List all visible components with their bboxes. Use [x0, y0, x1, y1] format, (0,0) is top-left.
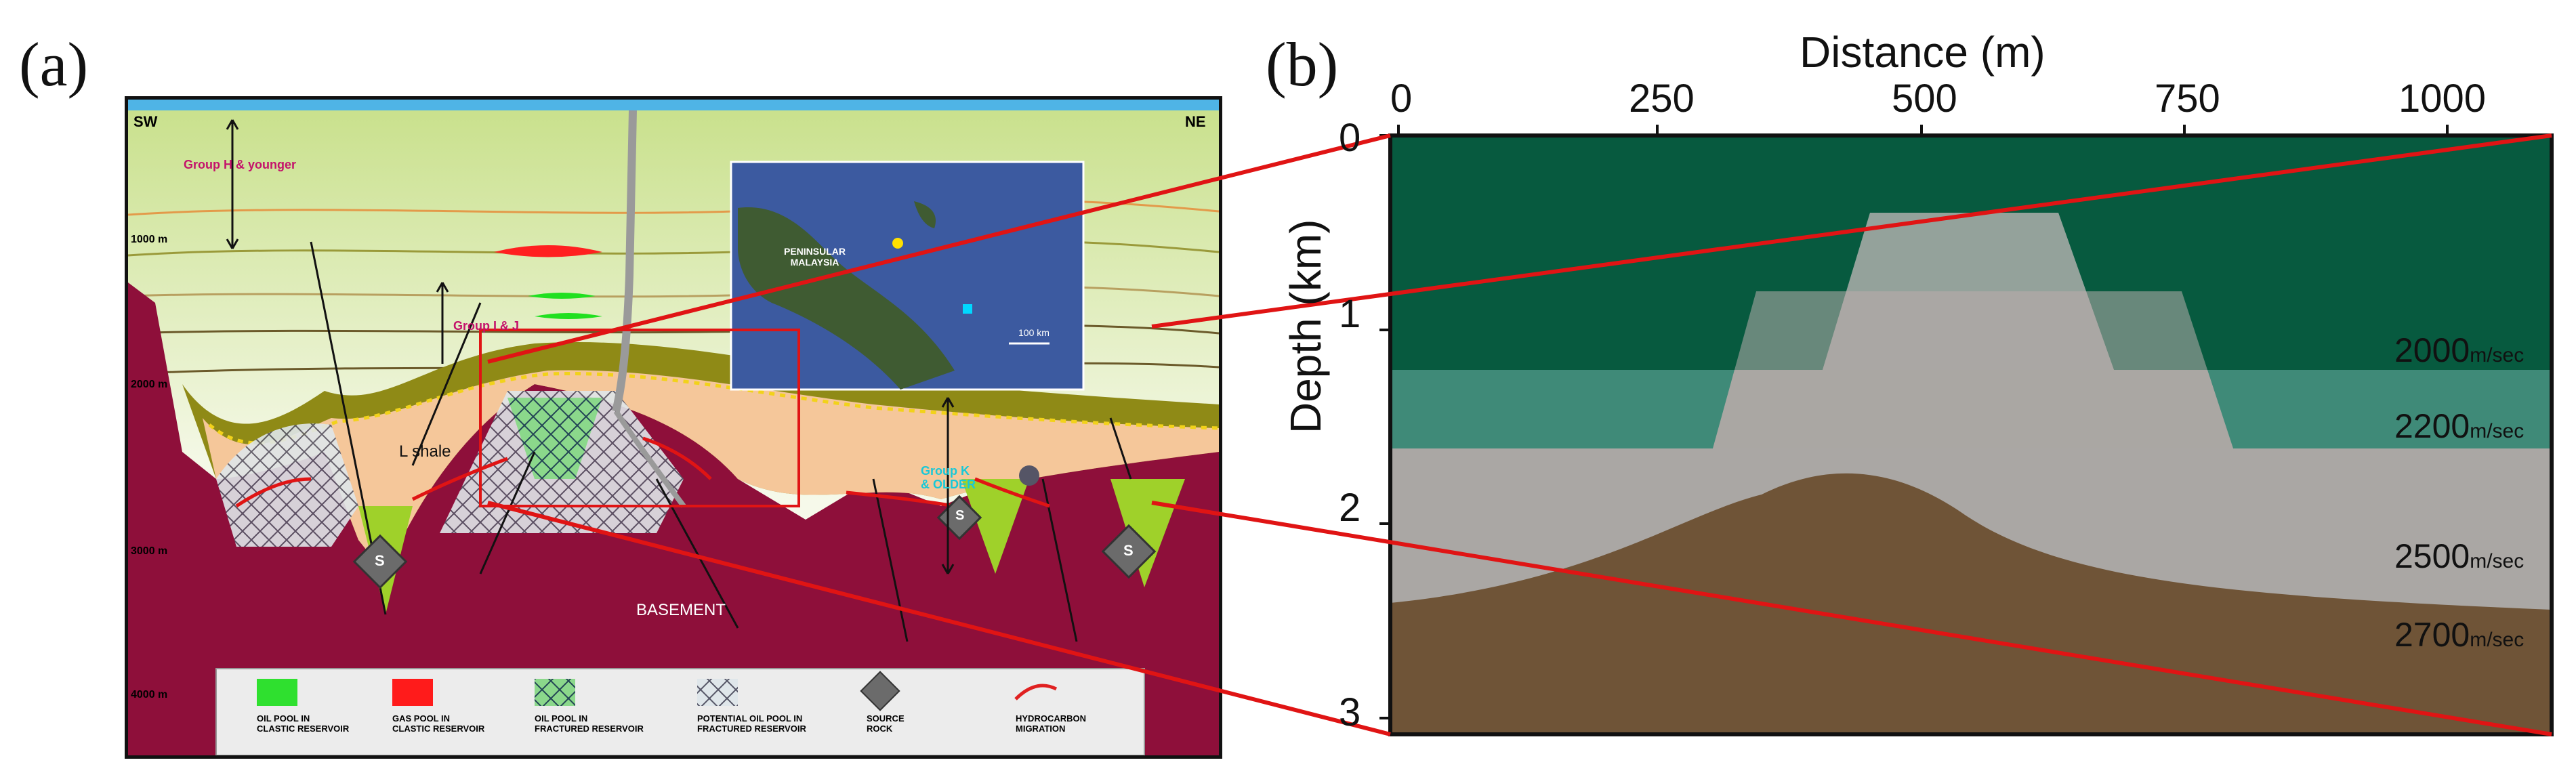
cross-section-graphic	[128, 100, 1219, 755]
legend-item-potential-oil: POTENTIAL OIL POOL IN FRACTURED RESERVOI…	[697, 713, 806, 734]
basement-layer	[128, 282, 1219, 755]
velocity-unit-2200: m/sec	[2470, 420, 2525, 442]
inset-map-label: PENINSULAR MALAYSIA	[784, 246, 846, 268]
geological-cross-section: SW NE Group H & younger Group I & J Grou…	[125, 96, 1222, 759]
zoom-connectors	[487, 133, 2552, 736]
y-tick-1: 1	[1339, 292, 1361, 336]
y-tick-0: 0	[1339, 116, 1361, 160]
source-rock-symbol-1	[352, 534, 408, 589]
legend-item-oil-clastic: OIL POOL IN CLASTIC RESERVOIR	[257, 713, 349, 734]
velocity-unit-2500: m/sec	[2470, 550, 2525, 572]
zoom-box	[479, 329, 800, 507]
inset-map-scale: 100 km	[1018, 327, 1050, 338]
legend-box	[215, 668, 1145, 755]
legend-item-1-line2: CLASTIC RESERVOIR	[257, 724, 350, 734]
depth-mark-2000: 2000 m	[131, 379, 168, 390]
corner-sw: SW	[133, 113, 158, 130]
panel-b-label: (b)	[1266, 30, 1339, 99]
legend-item-3-line2: FRACTURED RESERVOIR	[535, 724, 644, 734]
inset-map-label-line1: PENINSULAR	[784, 246, 846, 257]
legend-item-6-line1: HYDROCARBON	[1016, 713, 1086, 724]
velocity-unit-2700: m/sec	[2470, 629, 2525, 651]
legend-item-2-line1: GAS POOL IN	[392, 713, 450, 724]
velocity-value-2200: 2200	[2394, 407, 2470, 445]
depth-mark-1000: 1000 m	[131, 234, 168, 245]
legend-item-oil-fractured: OIL POOL IN FRACTURED RESERVOIR	[535, 713, 644, 734]
velocity-value-2500: 2500	[2394, 537, 2470, 575]
label-basement: BASEMENT	[636, 601, 726, 619]
velocity-label-2200: 2200m/sec	[2394, 406, 2524, 446]
velocity-label-2000: 2000m/sec	[2394, 331, 2524, 370]
sea-surface	[128, 100, 1219, 110]
depth-mark-3000: 3000 m	[131, 545, 168, 557]
legend-item-source-rock: SOURCE ROCK	[867, 713, 905, 734]
legend-item-4-line1: POTENTIAL OIL POOL IN	[697, 713, 803, 724]
label-group-k-line1: Group K	[921, 464, 970, 478]
x-tick-750: 750	[2155, 77, 2220, 121]
legend-item-2-line2: CLASTIC RESERVOIR	[392, 724, 485, 734]
distance-axis-title: Distance (m)	[1800, 28, 2045, 77]
y-tick-2: 2	[1339, 486, 1361, 530]
legend-item-gas-clastic: GAS POOL IN CLASTIC RESERVOIR	[392, 713, 484, 734]
model-frame	[1388, 133, 2554, 736]
legend-item-5-line2: ROCK	[867, 724, 893, 734]
source-label-2: S	[955, 508, 965, 523]
legend-item-1-line1: OIL POOL IN	[257, 713, 310, 724]
label-l-shale: L shale	[399, 442, 451, 461]
x-tick-1000: 1000	[2398, 77, 2487, 121]
y-tick-3: 3	[1339, 690, 1361, 734]
velocity-unit-2000: m/sec	[2470, 344, 2525, 366]
legend-item-6-line2: MIGRATION	[1016, 724, 1066, 734]
x-tick-250: 250	[1629, 77, 1695, 121]
source-label-3: S	[1123, 542, 1134, 559]
label-group-h: Group H & younger	[184, 158, 296, 171]
velocity-label-2700: 2700m/sec	[2394, 615, 2524, 654]
corner-ne: NE	[1185, 113, 1206, 130]
source-rock-dot	[1019, 465, 1039, 486]
x-tick-0: 0	[1390, 77, 1413, 121]
velocity-value-2000: 2000	[2394, 331, 2470, 369]
label-group-k-line2: & OLDER	[921, 478, 976, 491]
velocity-value-2700: 2700	[2394, 616, 2470, 654]
panel-a-label: (a)	[19, 30, 89, 99]
legend-item-5-line1: SOURCE	[867, 713, 905, 724]
depth-axis-title: Depth (km)	[1281, 219, 1330, 434]
label-group-k: Group K & OLDER	[921, 464, 976, 491]
legend-item-migration: HYDROCARBON MIGRATION	[1016, 713, 1086, 734]
legend-item-4-line2: FRACTURED RESERVOIR	[697, 724, 806, 734]
source-rock-symbol-3	[1101, 524, 1157, 579]
label-group-ij: Group I & J	[453, 319, 520, 333]
legend-item-3-line1: OIL POOL IN	[535, 713, 588, 724]
x-tick-500: 500	[1892, 77, 1957, 121]
inset-map-label-line2: MALAYSIA	[790, 257, 839, 268]
velocity-label-2500: 2500m/sec	[2394, 537, 2524, 576]
source-label-1: S	[375, 552, 385, 569]
layer-2000	[1390, 135, 2552, 370]
gas-lens	[494, 245, 602, 257]
depth-mark-4000: 4000 m	[131, 689, 168, 700]
